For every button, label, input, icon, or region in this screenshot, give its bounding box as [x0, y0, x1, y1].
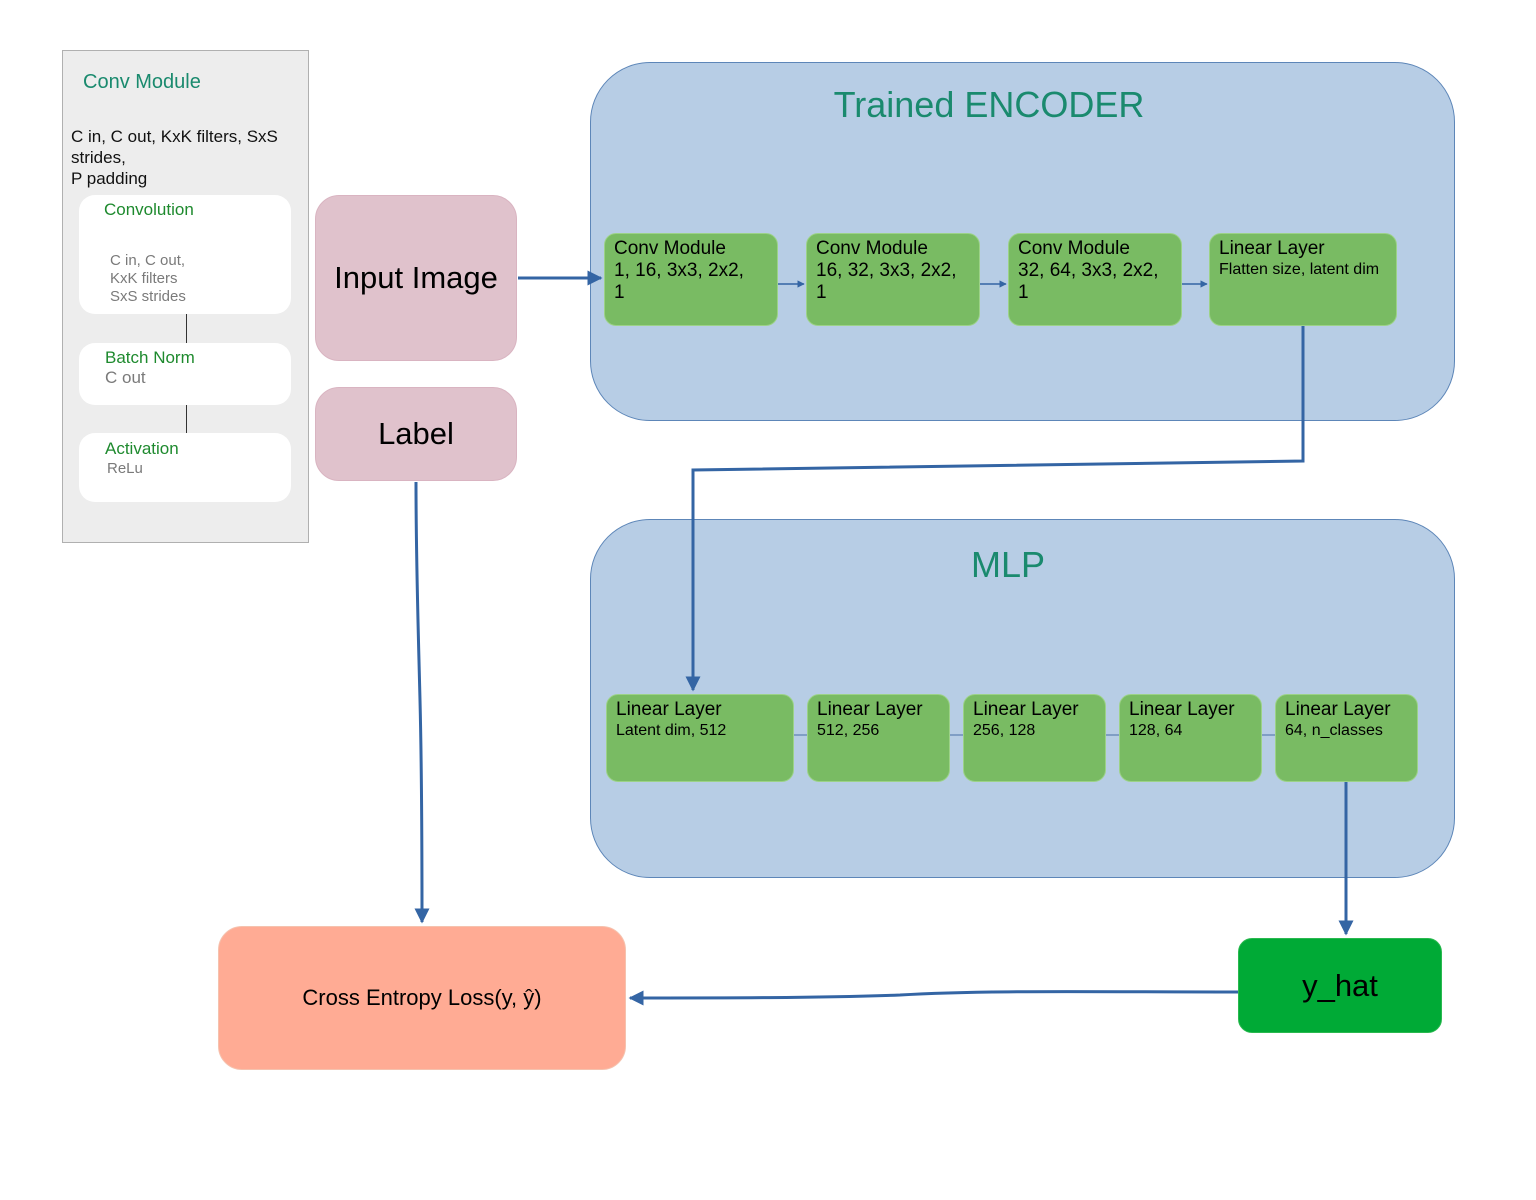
legend-convolution-text: C in, C out, KxK filters SxS strides	[110, 252, 186, 305]
label-text: Label	[378, 416, 454, 451]
mlp-layer: Linear Layer 512, 256	[807, 694, 950, 782]
input-image-label: Input Image	[334, 260, 498, 295]
layer-title: Linear Layer	[1285, 699, 1391, 720]
input-image-box: Input Image	[315, 195, 517, 361]
legend-activation-box	[79, 433, 291, 502]
layer-title: Linear Layer	[1129, 699, 1235, 720]
legend-convolution-title: Convolution	[104, 200, 194, 219]
legend-activation-text: ReLu	[107, 460, 143, 477]
mlp-title: MLP	[970, 544, 1046, 585]
legend-activation-title: Activation	[105, 439, 179, 458]
layer-title: Conv Module	[816, 238, 928, 259]
encoder-layer: Conv Module 32, 64, 3x3, 2x2, 1	[1008, 233, 1182, 326]
layer-params: 1, 16, 3x3, 2x2, 1	[614, 260, 744, 303]
encoder-layer: Conv Module 1, 16, 3x3, 2x2, 1	[604, 233, 778, 326]
legend-connector	[186, 314, 187, 343]
loss-label: Cross Entropy Loss(y, ŷ)	[302, 985, 542, 1010]
layer-params: 256, 128	[973, 722, 1036, 739]
arrow-yhat-to-loss	[628, 990, 1239, 1006]
layer-title: Linear Layer	[1219, 238, 1325, 259]
layer-title: Linear Layer	[616, 699, 722, 720]
layer-params: 512, 256	[817, 722, 880, 739]
encoder-title: Trained ENCODER	[833, 84, 1145, 125]
layer-title: Linear Layer	[973, 699, 1079, 720]
y-hat-label: y_hat	[1302, 967, 1378, 1003]
mlp-layer: Linear Layer 256, 128	[963, 694, 1106, 782]
y-hat-box: y_hat	[1238, 938, 1442, 1033]
arrow-label-to-loss	[414, 481, 430, 924]
encoder-layer: Linear Layer Flatten size, latent dim	[1209, 233, 1397, 326]
encoder-layer: Conv Module 16, 32, 3x3, 2x2, 1	[806, 233, 980, 326]
legend-connector	[186, 405, 187, 433]
layer-params: Flatten size, latent dim	[1219, 261, 1380, 278]
layer-title: Conv Module	[1018, 238, 1130, 259]
mlp-layer: Linear Layer 64, n_classes	[1275, 694, 1418, 782]
layer-params: Latent dim, 512	[616, 722, 727, 739]
mlp-layer: Linear Layer Latent dim, 512	[606, 694, 794, 782]
layer-params: 16, 32, 3x3, 2x2, 1	[816, 260, 957, 303]
cross-entropy-loss-box: Cross Entropy Loss(y, ŷ)	[218, 926, 626, 1070]
legend-batch-norm-box	[79, 343, 291, 405]
legend-title: Conv Module	[83, 71, 201, 93]
legend-batch-norm-text: C out	[105, 368, 146, 387]
legend-convolution-box	[79, 195, 291, 314]
layer-title: Conv Module	[614, 238, 726, 259]
legend-description: C in, C out, KxK filters, SxS strides, P…	[71, 127, 278, 188]
layer-title: Linear Layer	[817, 699, 923, 720]
layer-params: 128, 64	[1129, 722, 1183, 739]
mlp-layer: Linear Layer 128, 64	[1119, 694, 1262, 782]
layer-params: 64, n_classes	[1285, 722, 1383, 739]
label-box: Label	[315, 387, 517, 481]
legend-batch-norm-title: Batch Norm	[105, 348, 195, 367]
layer-params: 32, 64, 3x3, 2x2, 1	[1018, 260, 1159, 303]
